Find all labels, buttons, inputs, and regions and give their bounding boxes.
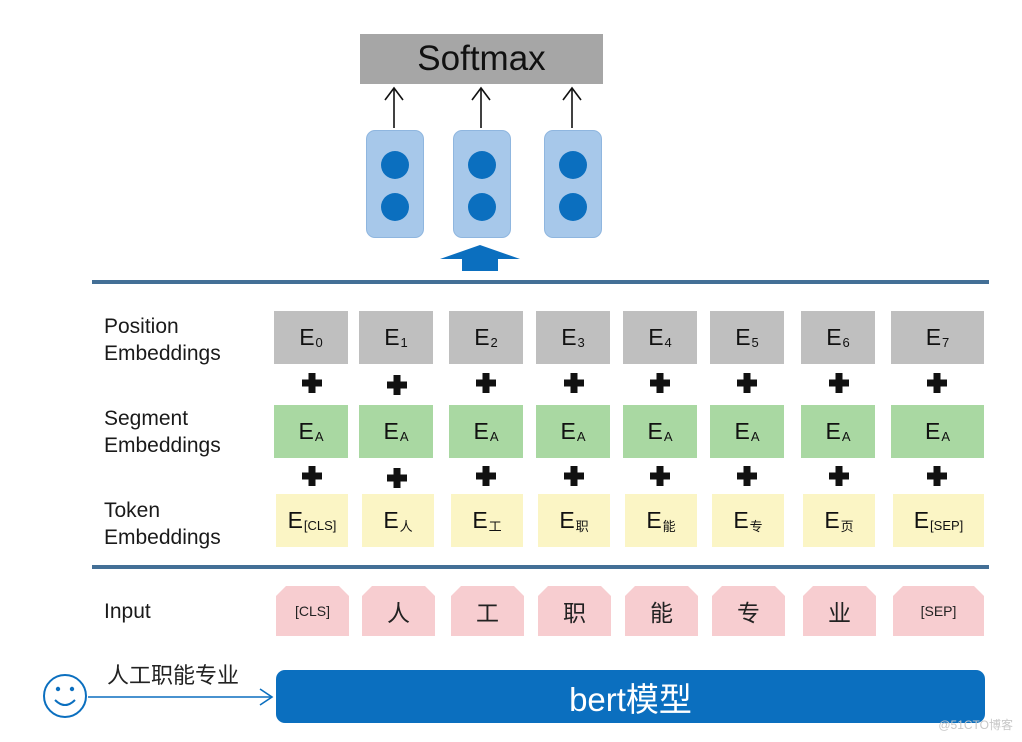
vector-dot [381, 151, 409, 179]
token-embeddings-label: Token Embeddings [104, 497, 221, 551]
vector-dot [559, 193, 587, 221]
plus-icon [737, 466, 757, 486]
input-token: 能 [625, 586, 698, 636]
output-vector [544, 130, 602, 238]
plus-icon [927, 466, 947, 486]
plus-icon [564, 466, 584, 486]
plus-icon [650, 373, 670, 393]
plus-icon [829, 373, 849, 393]
plus-icon [387, 375, 407, 395]
vector-dot [381, 193, 409, 221]
label-line: Embeddings [104, 526, 221, 549]
smiley-face-icon [43, 674, 87, 718]
input-token: [CLS] [276, 586, 349, 636]
plus-icon [387, 468, 407, 488]
divider-top [92, 280, 989, 284]
vector-dot [559, 151, 587, 179]
segment-embeddings-label: Segment Embeddings [104, 405, 221, 459]
input-token: 专 [712, 586, 785, 636]
token-embedding: E[CLS] [276, 494, 348, 547]
up-arrow-icon [562, 86, 582, 128]
bert-model-block: bert模型 [276, 670, 985, 723]
output-vector [366, 130, 424, 238]
watermark: @51CTO博客 [938, 718, 1013, 732]
softmax-layer: Softmax [360, 34, 603, 84]
input-label: Input [104, 600, 151, 623]
up-arrow-icon [384, 86, 404, 128]
label-line: Embeddings [104, 434, 221, 457]
plus-icon [302, 373, 322, 393]
up-arrow-icon [471, 86, 491, 128]
input-sentence: 人工职能专业 [107, 664, 240, 689]
input-token: 人 [362, 586, 435, 636]
token-embedding: E[SEP] [893, 494, 984, 547]
label-line: Segment [104, 407, 189, 430]
plus-icon [302, 466, 322, 486]
input-token: 职 [538, 586, 611, 636]
plus-icon [564, 373, 584, 393]
output-vector [453, 130, 511, 238]
plus-icon [737, 373, 757, 393]
input-token: [SEP] [893, 586, 984, 636]
plus-icon [476, 373, 496, 393]
plus-icon [829, 466, 849, 486]
block-up-arrow-icon [440, 245, 520, 271]
input-token: 业 [803, 586, 876, 636]
label-line: Token [104, 499, 161, 522]
label-line: Position [104, 315, 179, 338]
vector-dot [468, 151, 496, 179]
plus-icon [927, 373, 947, 393]
position-embeddings-label: Position Embeddings [104, 313, 221, 367]
plus-icon [650, 466, 670, 486]
right-arrow-icon [88, 688, 274, 706]
vector-dot [468, 193, 496, 221]
plus-icon [476, 466, 496, 486]
label-line: Embeddings [104, 342, 221, 365]
divider-bottom [92, 565, 989, 569]
input-token: 工 [451, 586, 524, 636]
